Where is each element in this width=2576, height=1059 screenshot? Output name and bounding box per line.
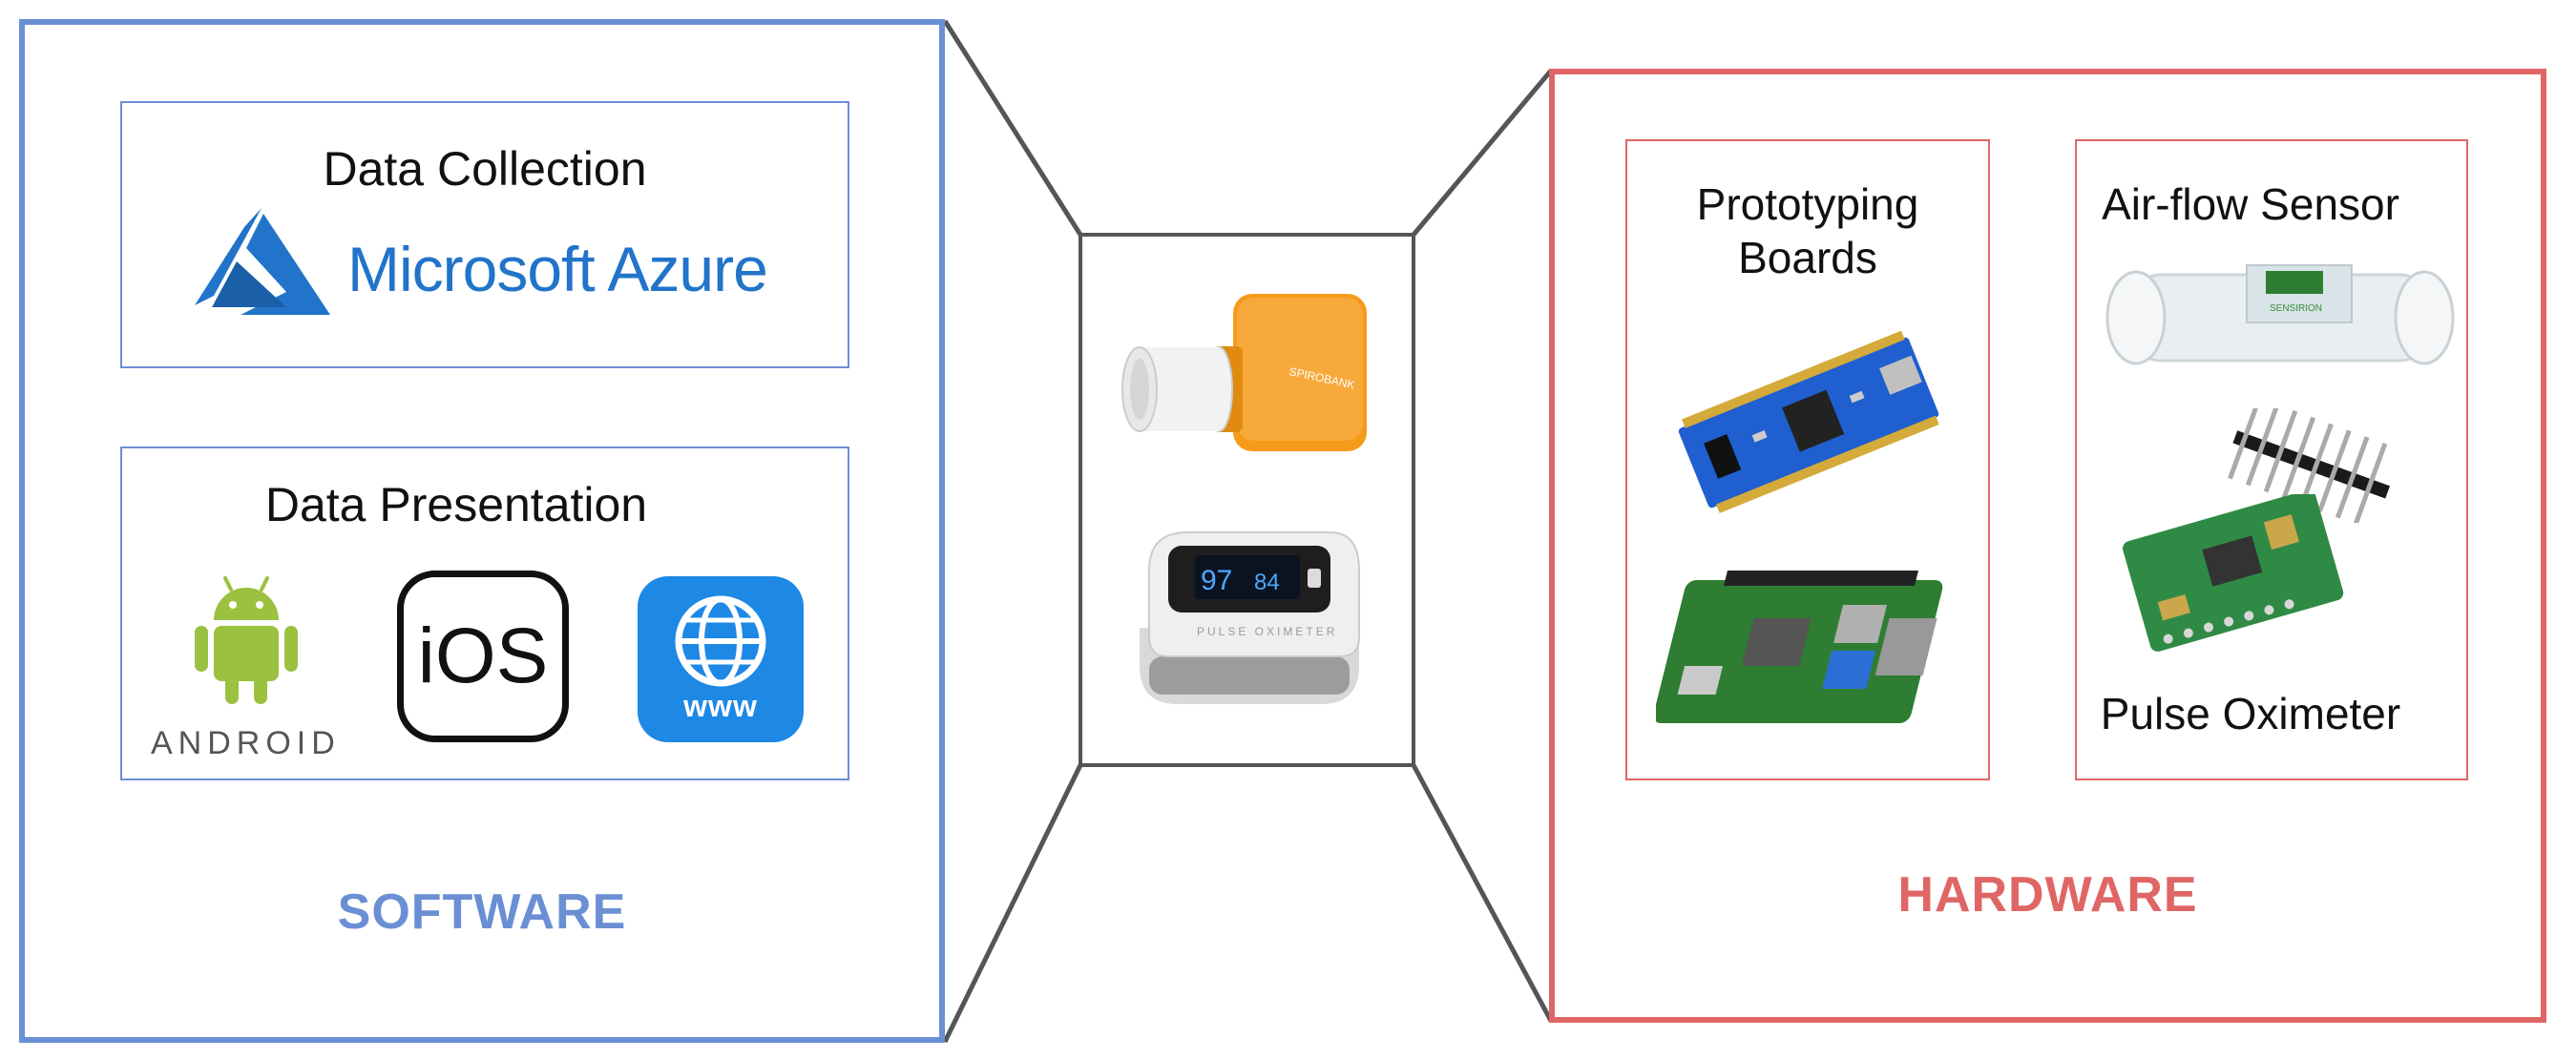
connector-bottom-right	[1411, 763, 1554, 1023]
web-text: www	[683, 689, 758, 723]
spirometer-device-icon: SPIROBANK	[1121, 294, 1367, 451]
android-robot-icon	[195, 576, 298, 704]
data-collection-title: Data Collection	[323, 142, 647, 196]
airflow-sensor-title: Air-flow Sensor	[2102, 179, 2399, 229]
ios-icon: iOS	[397, 571, 569, 742]
web-app-icon: www	[638, 576, 804, 742]
prototyping-title-line2: Boards	[1738, 233, 1877, 282]
header-pins-icon	[2228, 408, 2390, 523]
oximeter-label: PULSE OXIMETER	[1197, 625, 1337, 638]
prototyping-boards-box: Prototyping Boards	[1625, 139, 1990, 780]
android-wordmark: ANDROID	[151, 725, 341, 761]
data-collection-box: Data Collection Microsoft Azure	[120, 101, 849, 368]
pulse-oximeter-device-icon: 97 84 PULSE OXIMETER	[1140, 531, 1360, 704]
oximeter-value-spo2: 97	[1201, 565, 1232, 596]
connector-bottom-left	[942, 763, 1083, 1044]
sensors-box: Air-flow Sensor SENSIRION	[2075, 139, 2468, 780]
arduino-board-icon	[1678, 330, 1939, 513]
software-label: SOFTWARE	[337, 884, 627, 940]
connector-top-right	[1412, 69, 1553, 237]
pulse-oximeter-title: Pulse Oximeter	[2100, 689, 2401, 738]
connector-top-left	[942, 19, 1083, 237]
globe-icon	[675, 595, 766, 687]
svg-text:SENSIRION: SENSIRION	[2270, 303, 2322, 314]
prototyping-title-line1: Prototyping	[1696, 179, 1919, 229]
azure-brand-text: Microsoft Azure	[347, 234, 768, 304]
hardware-label: HARDWARE	[1897, 867, 2198, 923]
pulse-oximeter-board-icon	[2123, 494, 2344, 652]
ios-text: iOS	[417, 613, 549, 699]
data-presentation-title: Data Presentation	[264, 478, 648, 531]
raspberry-pi-board-icon	[1656, 571, 1943, 723]
data-presentation-box: Data Presentation ANDROID iOS	[120, 446, 849, 780]
azure-logo-icon	[195, 208, 330, 315]
oximeter-value-pulse: 84	[1254, 570, 1280, 595]
device-panel: SPIROBANK 97 84 PULSE OXIMETER	[1079, 233, 1415, 767]
software-panel: Data Collection Microsoft Azure Data Pre…	[19, 19, 945, 1043]
hardware-panel: Prototyping Boards	[1549, 69, 2546, 1023]
airflow-sensor-icon: SENSIRION	[2105, 264, 2455, 365]
